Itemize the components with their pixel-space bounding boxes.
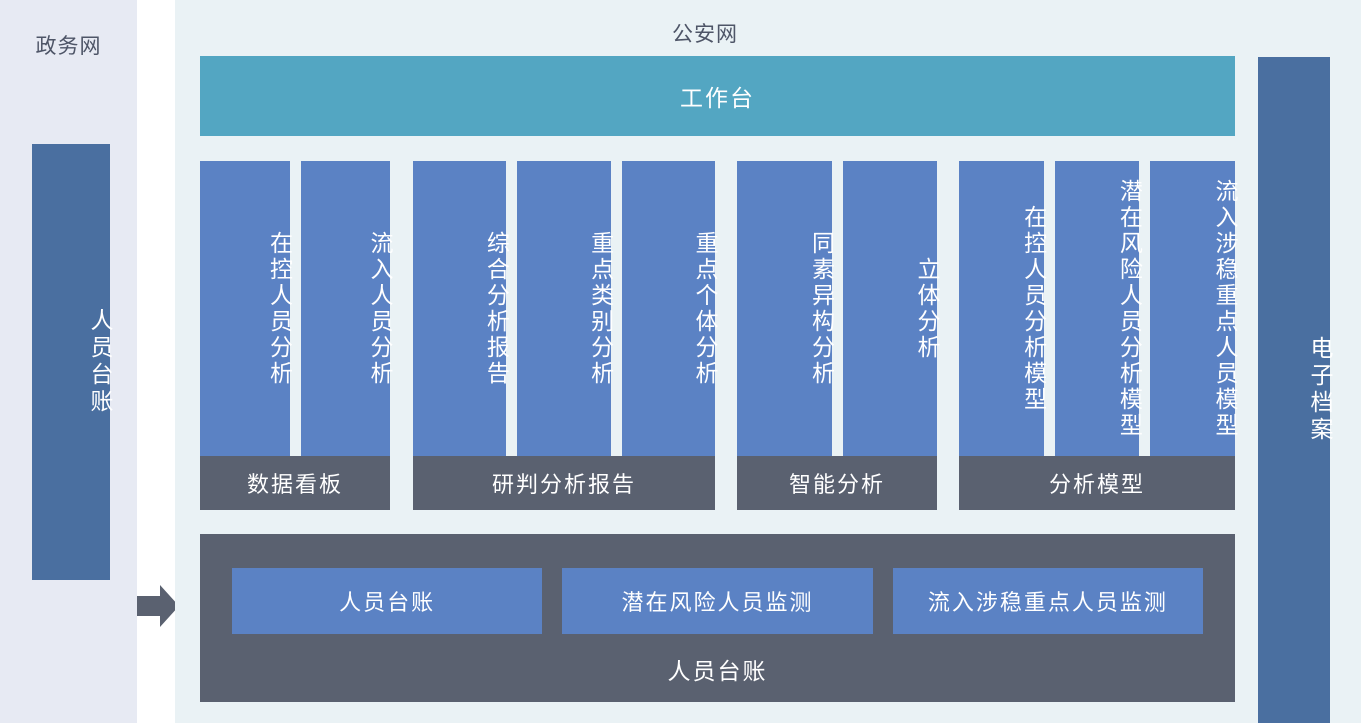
personnel-ledger-source-box[interactable]: 人员台账 [32,144,112,580]
capability-groups: 在控人员分析 流入人员分析 数据看板 综合分析报告 重点类别 [200,161,1238,510]
card-label: 流入涉稳重点人员模型 [1211,178,1238,439]
group-card-list: 同素异构分析 立体分析 [737,161,939,456]
group-analysis-model: 在控人员分析模型 潜在风险人员分析模型 流入涉稳重点人员模型 分析模型 [959,161,1238,510]
group-label-text: 智能分析 [788,473,885,498]
group-intelligent-analysis: 同素异构分析 立体分析 智能分析 [737,161,939,510]
card-label: 立体分析 [913,256,939,361]
card-item[interactable]: 综合分析报告 [413,161,509,456]
electronic-archive-box[interactable]: 电子档案 [1258,57,1332,723]
card-item[interactable]: 流入涉稳重点人员模型 [1150,161,1238,456]
card-label: 综合分析报告 [482,230,509,387]
group-label-text: 数据看板 [246,473,343,498]
card-label: 潜在风险人员分析模型 [1115,178,1142,439]
card-item[interactable]: 同素异构分析 [737,161,834,456]
public-security-network-title: 公安网 [672,22,738,46]
card-label: 在控人员分析 [265,230,292,387]
ledger-tile-label: 人员台账 [339,591,436,616]
card-label: 重点个体分析 [690,230,717,387]
group-card-list: 在控人员分析模型 潜在风险人员分析模型 流入涉稳重点人员模型 [959,161,1238,456]
group-label[interactable]: 智能分析 [737,456,937,510]
card-label: 流入人员分析 [366,230,392,387]
government-network-title: 政务网 [35,34,102,58]
group-label[interactable]: 分析模型 [959,456,1235,510]
ledger-caption: 人员台账 [667,659,768,685]
group-analysis-report: 综合分析报告 重点类别分析 重点个体分析 研判分析报告 [413,161,717,510]
group-label[interactable]: 数据看板 [200,456,390,510]
group-card-list: 综合分析报告 重点类别分析 重点个体分析 [413,161,717,456]
workbench-label: 工作台 [680,86,755,112]
government-network-panel: 政务网 人员台账 [0,0,137,723]
group-label[interactable]: 研判分析报告 [413,456,715,510]
electronic-archive-label: 电子档案 [1306,336,1332,444]
card-item[interactable]: 重点类别分析 [517,161,613,456]
ledger-tile-label: 潜在风险人员监测 [621,591,814,616]
card-label: 同素异构分析 [807,230,834,387]
group-data-dashboard: 在控人员分析 流入人员分析 数据看板 [200,161,392,510]
ledger-tile[interactable]: 人员台账 [232,568,543,634]
arrow-right-icon [137,583,179,629]
ledger-tile-list: 人员台账 潜在风险人员监测 流入涉稳重点人员监测 [232,568,1203,634]
ledger-tile[interactable]: 流入涉稳重点人员监测 [892,568,1203,634]
personnel-ledger-source-label: 人员台账 [86,308,112,416]
ledger-tile-label: 流入涉稳重点人员监测 [927,591,1168,616]
card-item[interactable]: 在控人员分析 [200,161,292,456]
card-label: 在控人员分析模型 [1019,204,1046,413]
card-label: 重点类别分析 [586,230,613,387]
card-item[interactable]: 在控人员分析模型 [959,161,1046,456]
card-item[interactable]: 重点个体分析 [621,161,717,456]
group-label-text: 研判分析报告 [491,473,636,498]
card-item[interactable]: 立体分析 [842,161,939,456]
group-label-text: 分析模型 [1048,473,1145,498]
group-card-list: 在控人员分析 流入人员分析 [200,161,392,456]
card-item[interactable]: 流入人员分析 [300,161,392,456]
public-security-network-panel: 公安网 工作台 在控人员分析 流入人员分析 数据看板 [175,0,1361,723]
personnel-ledger-panel: 人员台账 潜在风险人员监测 流入涉稳重点人员监测 人员台账 [200,534,1235,702]
workbench-bar[interactable]: 工作台 [200,56,1235,136]
card-item[interactable]: 潜在风险人员分析模型 [1054,161,1142,456]
ledger-tile[interactable]: 潜在风险人员监测 [562,568,873,634]
